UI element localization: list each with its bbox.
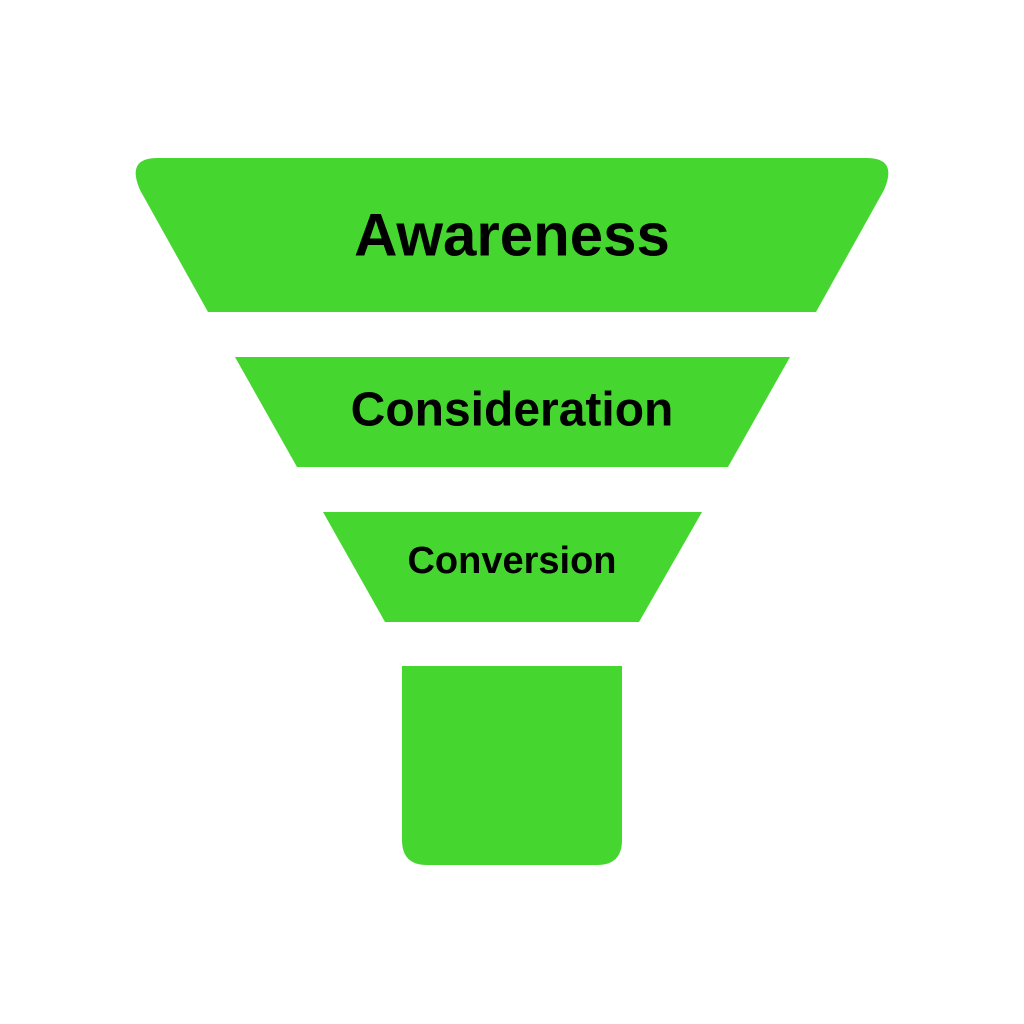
funnel-stage-awareness (135, 158, 889, 312)
stage-label-conversion: Conversion (407, 540, 616, 582)
stage-label-awareness: Awareness (354, 202, 670, 269)
funnel-stage-conversion (323, 512, 702, 622)
funnel-stem (402, 666, 622, 865)
stage-label-consideration: Consideration (351, 384, 674, 437)
funnel-stage-consideration (235, 357, 790, 467)
